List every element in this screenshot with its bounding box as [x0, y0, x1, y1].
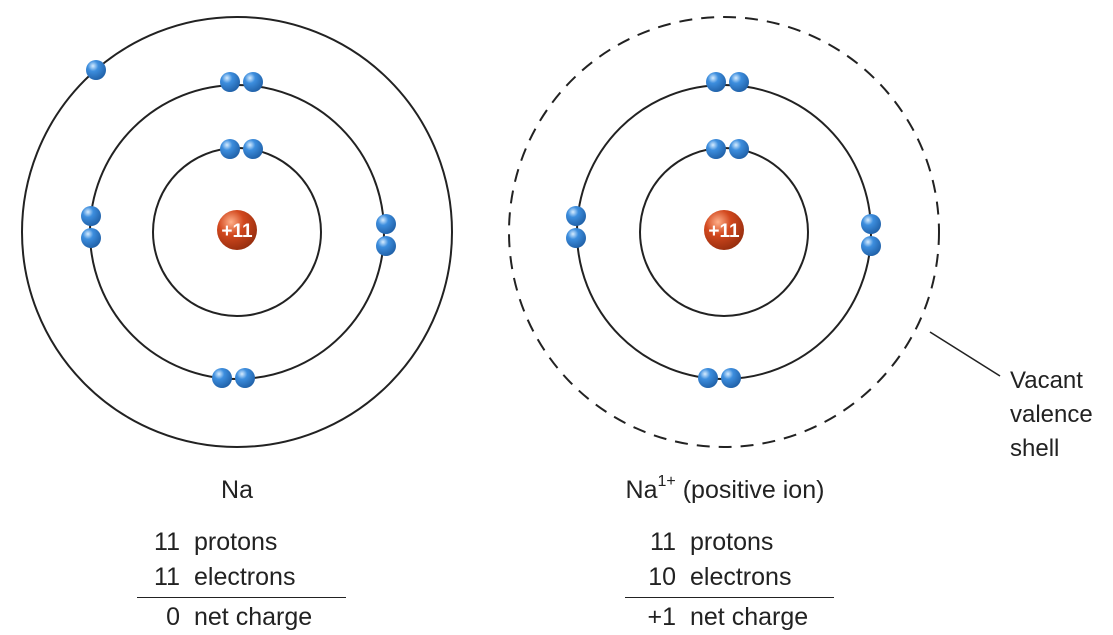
electron	[220, 139, 240, 159]
na-symbol: Na	[221, 476, 253, 504]
electron	[861, 236, 881, 256]
na-ion-protons-value: 11	[650, 528, 676, 556]
na-electrons-value: 11	[154, 563, 180, 591]
electron	[706, 139, 726, 159]
na-stat-protons: 11 protons	[120, 530, 360, 558]
na-nucleus: +11	[217, 210, 257, 250]
electron	[861, 214, 881, 234]
electron	[706, 72, 726, 92]
callout-leader	[929, 331, 1001, 377]
na-ion-symbol: Na	[625, 476, 658, 504]
na-ion-electrons-unit: electrons	[690, 563, 792, 591]
callout-line: Vacant	[1010, 367, 1083, 394]
na-ion-net-charge-unit: net charge	[690, 603, 809, 631]
na-ion-net-charge-value: +1	[647, 603, 676, 631]
electron	[566, 206, 586, 226]
na-ion-electrons	[566, 72, 881, 388]
na-shell-3	[21, 16, 453, 448]
electron	[243, 139, 263, 159]
na-ion-protons-unit: protons	[690, 528, 774, 556]
electron	[81, 206, 101, 226]
na-protons-unit: protons	[194, 528, 278, 556]
na-title: Na	[177, 478, 297, 503]
na-electrons	[81, 60, 396, 388]
electron	[566, 228, 586, 248]
na-sum-rule	[137, 597, 346, 598]
na-ion-electrons-value: 10	[648, 563, 676, 591]
na-nucleus-label: +11	[221, 221, 253, 242]
na-ion-title: Na1+ (positive ion)	[590, 474, 860, 504]
na-net-charge-value: 0	[166, 603, 180, 631]
na-atom: +11	[21, 16, 453, 448]
valence-electron	[86, 60, 106, 80]
na-stat-net-charge: 0 net charge	[120, 605, 360, 633]
electron	[212, 368, 232, 388]
vacant-valence-shell-label: Vacant valence shell	[1010, 364, 1093, 466]
callout-line: shell	[1010, 435, 1060, 462]
electron	[220, 72, 240, 92]
na-ion-charge: 1+	[657, 473, 676, 490]
na-ion-nucleus: +11	[704, 210, 744, 250]
na-ion-stat-protons: 11 protons	[616, 530, 856, 558]
na-protons-value: 11	[154, 528, 180, 556]
na-net-charge-unit: net charge	[194, 603, 313, 631]
electron	[721, 368, 741, 388]
electron	[235, 368, 255, 388]
vacant-valence-shell	[508, 16, 940, 448]
electron	[81, 228, 101, 248]
na-ion-sum-rule	[625, 597, 834, 598]
electron	[698, 368, 718, 388]
callout-line: valence	[1010, 401, 1093, 428]
na-ion: +11	[508, 16, 940, 448]
na-ion-stat-net-charge: +1 net charge	[616, 605, 856, 633]
electron	[729, 72, 749, 92]
na-stat-electrons: 11 electrons	[120, 565, 360, 593]
na-ion-nucleus-label: +11	[708, 221, 740, 242]
na-ion-stat-electrons: 10 electrons	[616, 565, 856, 593]
na-ion-note: (positive ion)	[682, 476, 825, 504]
electron	[376, 214, 396, 234]
electron	[243, 72, 263, 92]
electron	[376, 236, 396, 256]
electron	[729, 139, 749, 159]
na-electrons-unit: electrons	[194, 563, 296, 591]
